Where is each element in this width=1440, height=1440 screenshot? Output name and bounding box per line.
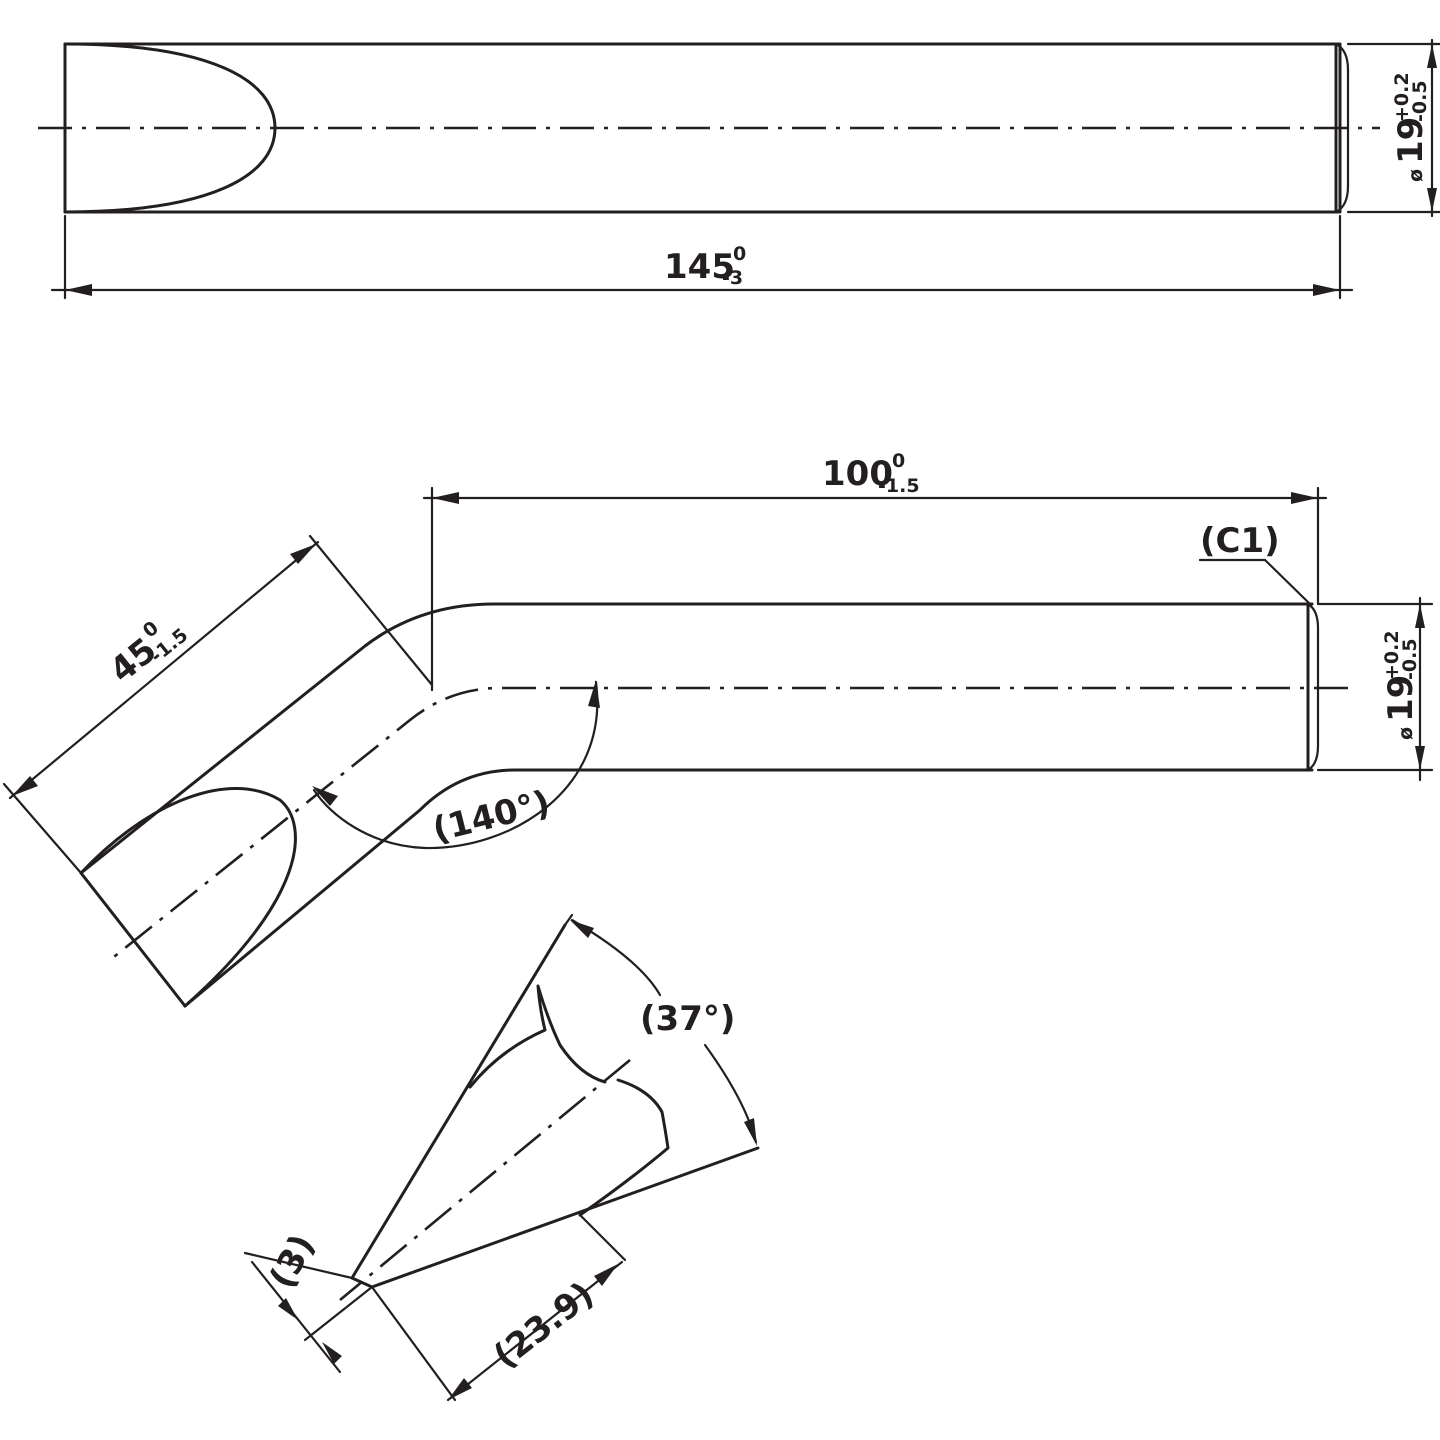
arrowhead [1427,44,1437,68]
diameter-tol-upper: +0.2 [1381,630,1403,680]
shaft-length-tol-lower: -1.5 [878,475,920,497]
dimension-line [8,540,320,800]
arrowhead [1291,492,1318,504]
tip-lower-edge [370,1146,760,1289]
straight-diameter-dimension: ø 19 +0.2 -0.5 [1346,38,1440,218]
bent-diameter-dimension: ø 19 +0.2 -0.5 [1316,596,1434,782]
bent-tip-view: 100 0 -1.5 (C1) 45 0 -1.5 [2,450,1434,1008]
leader-line [1263,558,1312,606]
diameter-tol-lower: -0.5 [1399,638,1421,680]
shaft-length-value: 100 [822,454,893,494]
shaft-length-tol-upper: 0 [892,450,905,472]
extension-line [308,534,434,687]
bent-tip-chisel-curve [79,786,297,1008]
diameter-tol-upper: +0.2 [1391,72,1413,122]
diameter-value: 19 [1391,117,1431,164]
tip-angle-label: (37°) [640,999,735,1039]
straight-length-dimension: 145 0 -3 [50,214,1354,300]
extension-line [563,913,574,927]
tip-detail-view: (37°) (3) (23.9) [243,913,760,1402]
extension-line [578,1213,627,1262]
arrowhead [322,1342,342,1364]
arrowhead [1415,746,1425,770]
arrowhead [290,544,316,564]
tip-angle-dimension: (37°) [563,913,758,1146]
bent-tip-bottom-outline [183,768,1314,1008]
arrowhead [278,1298,298,1320]
bent-tip-top-outline [79,602,1314,875]
length-tol-upper: 0 [733,243,746,265]
arrowhead [448,1378,472,1400]
arrowhead [588,680,600,708]
diameter-symbol: ø [1395,727,1417,740]
diameter-tol-lower: -0.5 [1409,80,1431,122]
arrowhead [65,284,92,296]
chamfer-callout: (C1) [1198,521,1312,606]
bent-length-dimension: 45 0 -1.5 [2,534,434,875]
extension-line [303,1285,374,1342]
diameter-symbol: ø [1405,169,1427,182]
chamfer-label: (C1) [1200,521,1280,561]
tip-upper-facet [468,984,607,1089]
bent-tip-end-edge [79,871,187,1008]
tip-width-dimension: (3) [243,1228,374,1374]
tip-centerline [339,1058,631,1302]
arrowhead [12,776,38,796]
extension-line [370,1285,457,1402]
arrowhead [1427,188,1437,212]
arrowhead [594,1264,618,1286]
length-tol-lower: -3 [722,267,743,289]
angle-arc [312,680,599,850]
straight-tip-view: 145 0 -3 ø 19 +0.2 -0.5 [38,38,1440,300]
shaft-length-dimension: 100 0 -1.5 [422,450,1328,692]
arrowhead [570,920,594,938]
arrowhead [1415,604,1425,628]
dimension-line [446,1260,624,1402]
tip-upper-edge [350,923,567,1280]
bent-tip-centerline [109,686,1348,962]
arrowhead [312,786,338,806]
arrowhead [744,1118,757,1146]
extension-line [2,782,83,875]
diameter-value: 19 [1381,675,1421,722]
tip-length-label: (23.9) [486,1274,601,1376]
extension-line [243,1251,354,1280]
arrowhead [1313,284,1340,296]
bend-angle-label: (140°) [429,783,554,851]
length-value: 145 [664,247,735,287]
tip-lower-facet [578,1078,670,1217]
arrowhead [432,492,459,504]
